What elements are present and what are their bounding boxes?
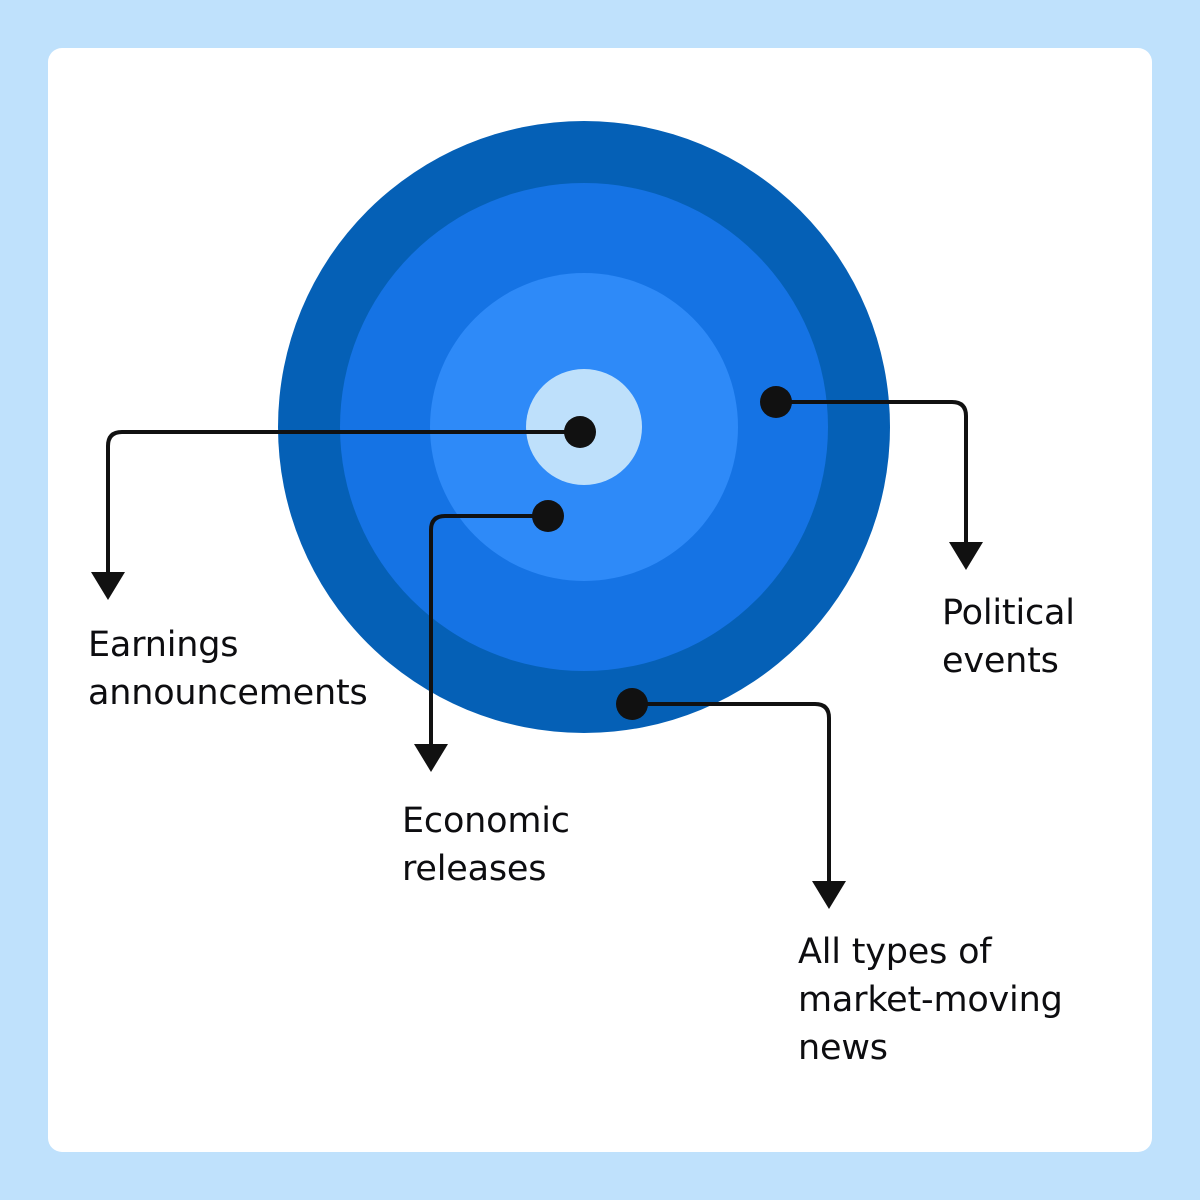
- label-economic-releases: Economic releases: [402, 797, 570, 893]
- label-political-events: Political events: [942, 589, 1075, 685]
- label-market-moving-news: All types of market-moving news: [798, 928, 1063, 1072]
- label-line: market-moving: [798, 980, 1063, 1020]
- label-line: All types of: [798, 932, 992, 972]
- arrowhead-earnings: [91, 572, 125, 600]
- label-line: announcements: [88, 673, 368, 713]
- pointer-dot-earnings: [564, 416, 596, 448]
- pointer-dot-economic: [532, 500, 564, 532]
- arrowhead-economic: [414, 744, 448, 772]
- connector-earnings: [106, 430, 582, 577]
- label-line: releases: [402, 849, 547, 889]
- label-line: news: [798, 1028, 888, 1068]
- label-line: events: [942, 641, 1059, 681]
- label-line: Economic: [402, 801, 570, 841]
- connector-economic: [429, 514, 550, 750]
- label-earnings-announcements: Earnings announcements: [88, 621, 368, 717]
- label-line: Earnings: [88, 625, 239, 665]
- label-line: Political: [942, 593, 1075, 633]
- pointer-dot-news: [616, 688, 648, 720]
- pointer-dot-political: [760, 386, 792, 418]
- connector-news: [630, 702, 831, 887]
- arrowhead-news: [812, 881, 846, 909]
- connector-political: [774, 400, 968, 547]
- arrowhead-political: [949, 542, 983, 570]
